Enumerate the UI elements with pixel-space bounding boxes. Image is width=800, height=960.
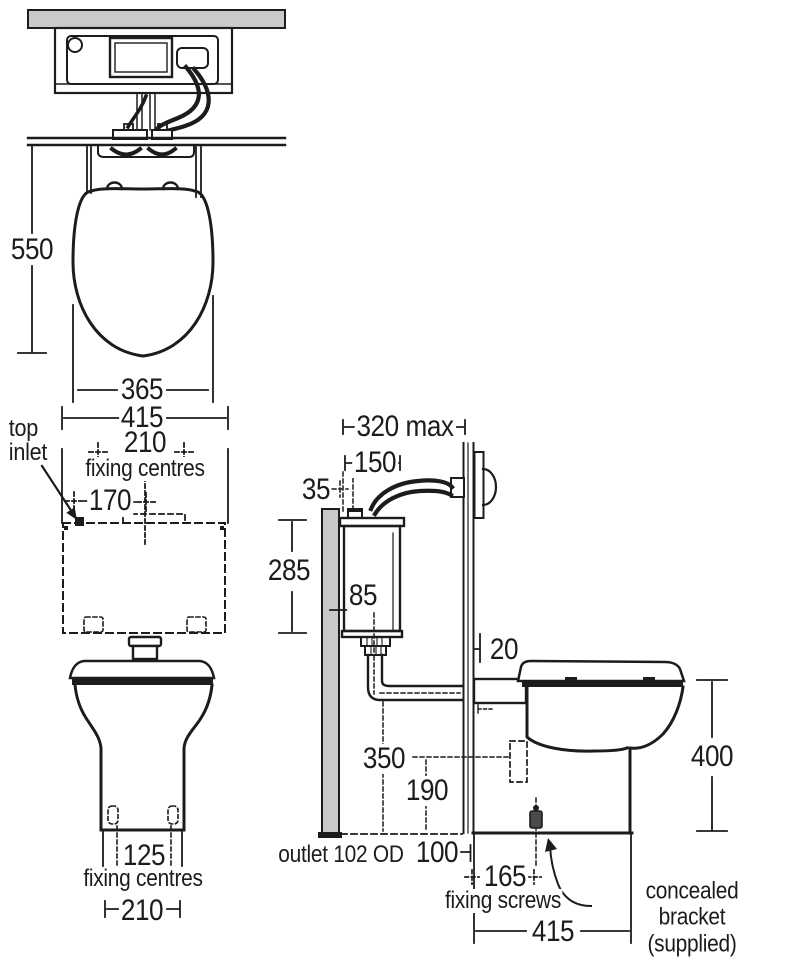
flush-plate-button bbox=[481, 467, 498, 507]
dim-285-lines bbox=[278, 519, 307, 634]
flush-cable bbox=[372, 488, 454, 517]
dim-165: 165 bbox=[482, 860, 528, 893]
dim-365: 365 bbox=[119, 373, 165, 406]
inlet-hole bbox=[67, 37, 83, 53]
seat-side bbox=[522, 681, 683, 687]
flush-pipe bbox=[366, 653, 465, 702]
dim-350: 350 bbox=[361, 742, 407, 775]
flush-valve-opening bbox=[108, 36, 174, 79]
label-concealed-bracket: concealed bracket (supplied) bbox=[643, 877, 741, 958]
bracket-arrowhead bbox=[545, 838, 557, 852]
dim-100: 100 bbox=[414, 836, 460, 869]
dim-100-lines bbox=[457, 844, 472, 862]
flush-plate bbox=[473, 451, 485, 519]
dim-320-max: 320 max bbox=[354, 410, 456, 443]
label-outlet: outlet 102 OD bbox=[276, 841, 406, 868]
cistern-fixing-points bbox=[64, 442, 194, 546]
dim-150: 150 bbox=[352, 446, 398, 479]
dim-125: 125 bbox=[121, 839, 167, 872]
seat-hinge bbox=[161, 181, 180, 191]
front-elevation bbox=[40, 442, 229, 918]
cistern-foot bbox=[186, 616, 207, 633]
supply-cable bbox=[154, 64, 201, 132]
dim-365-lines bbox=[72, 295, 214, 403]
flush-cable bbox=[368, 478, 455, 512]
dim-550: 550 bbox=[9, 233, 55, 266]
pan-side-outline bbox=[628, 685, 685, 833]
dim-400: 400 bbox=[689, 740, 735, 773]
seat-hinge bbox=[105, 181, 124, 191]
dim-210-base-lines bbox=[102, 831, 183, 918]
pan-front-outline bbox=[73, 683, 103, 832]
dim-20-lines bbox=[473, 633, 481, 663]
label-fixing-screws: fixing screws bbox=[443, 887, 563, 914]
dim-285: 285 bbox=[266, 554, 312, 587]
cistern-foot bbox=[83, 616, 104, 633]
label-fixing-centres-cistern: fixing centres bbox=[83, 455, 207, 482]
concealed-cistern-plan bbox=[66, 35, 219, 85]
dim-550-lines bbox=[17, 146, 47, 354]
cistern-dashed-outline bbox=[62, 522, 226, 634]
bowl-underside bbox=[525, 685, 629, 753]
flush-button bbox=[127, 635, 163, 648]
dim-85: 85 bbox=[347, 579, 379, 612]
fixing-screw bbox=[529, 810, 543, 829]
cistern-lid-side bbox=[338, 516, 406, 528]
dim-415-depth: 415 bbox=[530, 915, 576, 948]
dim-150-lines bbox=[344, 455, 401, 471]
outlet-socket-dashed bbox=[509, 740, 528, 783]
dim-20: 20 bbox=[488, 633, 520, 666]
dim-415-lines bbox=[61, 406, 229, 430]
dim-210-base: 210 bbox=[119, 894, 165, 927]
rear-wall-side bbox=[321, 508, 340, 834]
dim-170: 170 bbox=[87, 484, 133, 517]
label-fixing-centres-pan: fixing centres bbox=[81, 865, 205, 892]
dim-210-fixing: 210 bbox=[122, 426, 168, 459]
seat-outline-plan bbox=[71, 187, 215, 358]
seat-front bbox=[72, 678, 213, 685]
dim-320-lines bbox=[342, 419, 466, 435]
dim-165-lines bbox=[464, 869, 542, 885]
flush-valve-dashed bbox=[122, 513, 186, 524]
seat-cover-side bbox=[516, 659, 686, 683]
pan-front-outline bbox=[182, 683, 214, 832]
dim-125-lines bbox=[116, 825, 172, 867]
top-inlet-marker bbox=[75, 517, 84, 526]
bracket-leader bbox=[548, 844, 593, 908]
pan-fixing-hole bbox=[167, 805, 179, 825]
dim-190: 190 bbox=[404, 774, 450, 807]
label-top-inlet: top inlet bbox=[8, 415, 48, 466]
pan-back-plan bbox=[97, 145, 195, 158]
reference-lines bbox=[331, 471, 510, 832]
inlet-leader bbox=[40, 464, 76, 517]
rear-wall-plan bbox=[27, 9, 286, 29]
dim-35: 35 bbox=[300, 473, 332, 506]
inlet-arrowhead bbox=[66, 507, 77, 520]
seat-cover-front bbox=[68, 659, 216, 680]
plan-view bbox=[17, 9, 287, 430]
dim-400-lines bbox=[696, 679, 728, 832]
pan-fixing-hole bbox=[107, 805, 119, 825]
flush-button-stem bbox=[131, 644, 159, 661]
pan-inlet-spigot bbox=[472, 677, 528, 705]
flush-valve-outlet bbox=[360, 636, 391, 656]
